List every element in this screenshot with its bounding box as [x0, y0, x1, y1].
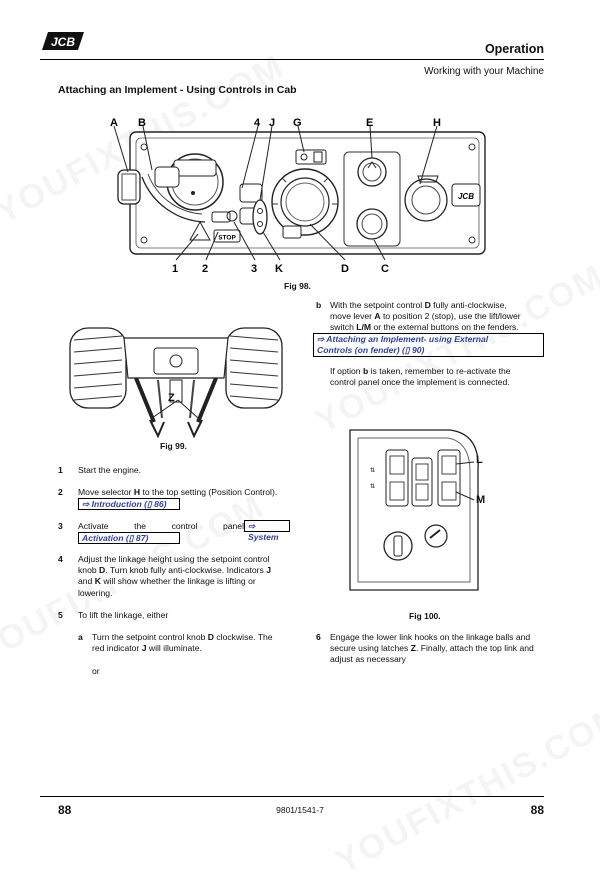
section-title: Operation — [484, 42, 544, 56]
link-system-activation-cont[interactable]: Activation (▯ 87) — [78, 532, 180, 544]
svg-text:⇅: ⇅ — [370, 468, 375, 474]
document-number: 9801/1541-7 — [276, 805, 324, 815]
step-number: 5 — [58, 610, 63, 620]
substep-letter: a — [78, 632, 83, 642]
svg-text:D: D — [341, 263, 349, 275]
fig100-label-l: L — [476, 454, 483, 466]
link-introduction[interactable]: ⇨ Introduction (▯ 86) — [78, 498, 180, 510]
fig100-label-m: M — [476, 494, 486, 506]
watermark: YOUFIXTHIS.COM — [330, 697, 600, 882]
svg-text:H: H — [433, 117, 441, 129]
link-external-controls[interactable]: ⇨ Attaching an Implement- using External… — [313, 333, 544, 357]
option-b-note: If option b is taken, remember to re-act… — [330, 366, 511, 388]
svg-text:G: G — [293, 117, 302, 129]
page-title: Attaching an Implement - Using Controls … — [58, 84, 297, 96]
svg-text:STOP: STOP — [218, 235, 236, 242]
svg-text:3: 3 — [251, 263, 257, 275]
page-icon: ▯ — [146, 499, 152, 509]
step-6-text: Engage the lower link hooks on the linka… — [330, 632, 534, 665]
svg-text:E: E — [366, 117, 373, 129]
fig100-side-console: ⇅ ⇅ — [349, 429, 479, 591]
fig99-tractor-rear — [69, 327, 283, 438]
step-5-text: To lift the linkage, either — [78, 610, 169, 620]
fig100-caption: Fig 100. — [409, 611, 441, 621]
svg-text:JCB: JCB — [51, 35, 75, 49]
svg-text:1: 1 — [172, 263, 178, 275]
header-rule — [40, 59, 544, 60]
step-5b-text: With the setpoint control D fully anti-c… — [330, 300, 521, 333]
svg-text:2: 2 — [202, 263, 208, 275]
fig99-caption: Fig 99. — [160, 441, 187, 451]
step-number: 1 — [58, 465, 63, 475]
substep-letter: b — [316, 300, 322, 310]
step-4-text: Adjust the linkage height using the setp… — [78, 554, 271, 598]
svg-text:JCB: JCB — [458, 192, 474, 201]
page-number-left: 88 — [58, 803, 72, 817]
svg-text:4: 4 — [254, 117, 261, 129]
fig98-control-panel: STOP JCB A B 4 J G E H 1 2 3 K D C — [110, 117, 486, 275]
step-number: 2 — [58, 487, 63, 497]
step-number: 3 — [58, 521, 63, 531]
svg-text:⇅: ⇅ — [370, 484, 375, 490]
page-icon: ▯ — [404, 345, 410, 355]
subsection-title: Working with your Machine — [424, 66, 544, 77]
step-number: 4 — [58, 554, 63, 564]
link-system-activation[interactable]: ⇨ System — [244, 520, 290, 542]
step-5a-text: Turn the setpoint control knob D clockwi… — [92, 632, 273, 654]
or-text: or — [92, 666, 100, 676]
svg-text:C: C — [381, 263, 389, 275]
step-2-text: Move selector H to the top setting (Posi… — [78, 487, 278, 497]
svg-text:B: B — [138, 117, 146, 129]
footer-rule — [40, 796, 544, 797]
svg-text:J: J — [269, 117, 275, 129]
step-number: 6 — [316, 632, 321, 642]
svg-text:A: A — [110, 117, 118, 129]
page-number-right: 88 — [530, 803, 544, 817]
page-icon: ▯ — [128, 533, 134, 543]
step-1-text: Start the engine. — [78, 465, 142, 475]
svg-text:K: K — [275, 263, 283, 275]
fig99-label-z: Z — [168, 392, 175, 404]
jcb-logo: JCB — [42, 32, 84, 50]
fig98-caption: Fig 98. — [284, 281, 311, 291]
